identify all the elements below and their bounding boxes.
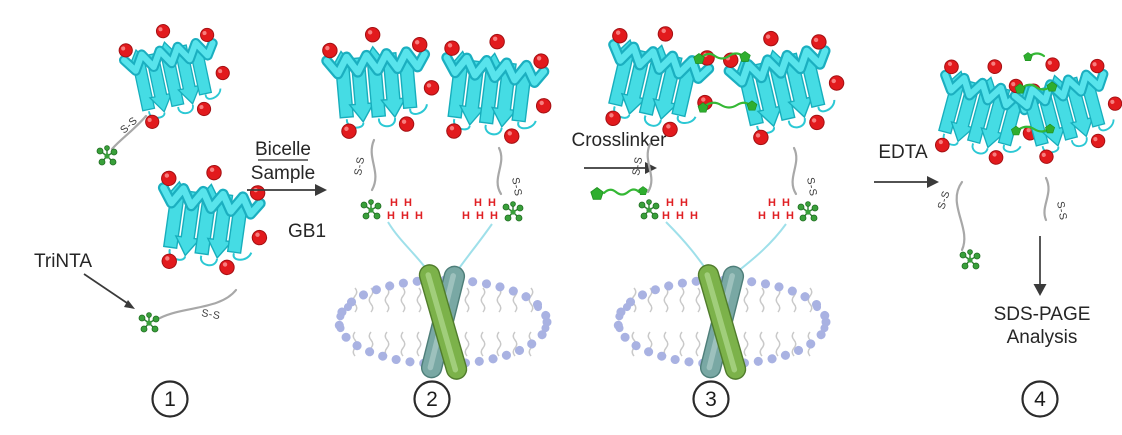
bicelle [335,263,551,382]
disulfide-label: S-S [804,176,819,197]
crosslinker-molecule-icon [590,186,648,200]
step-1-badge: 1 [151,380,189,418]
peptide-linker [158,288,238,320]
his-tag: H H H [662,210,699,222]
sds-page-label-line1: SDS-PAGE [994,304,1091,325]
edta-arrow: EDTA [874,142,939,188]
gb1-label: GB1 [288,221,326,242]
step-3-panel: S-S H H H H H S-S H H H H H 3 [593,15,854,418]
his-tag: H H H [758,210,795,222]
crosslink-bond [697,100,758,113]
gb1-protein [434,28,559,149]
his-tag: H H [768,197,791,209]
bicelle-label-line1: Bicelle [255,139,311,160]
crosslink-bond [1023,52,1046,61]
step-2-panel: S-S H H H H H S-S H H H H H 2 [321,22,559,418]
step-4-badge: 4 [1021,380,1059,418]
peptide-linker [646,142,653,194]
peptide-linker [791,146,798,196]
crosslinker-label: Crosslinker [571,130,667,151]
gb1-protein [321,22,442,140]
disulfide-label: S-S [118,115,140,137]
his-tag: H H H [387,210,424,222]
peptide-linker [110,114,148,151]
crosslinker-arrow: Crosslinker [571,130,667,200]
step-3-badge: 3 [692,380,730,418]
sds-page-label-line2: Analysis [1007,327,1078,348]
trinta-pointer-arrowhead [124,300,135,309]
step-1-panel: S-S S-S TriNTA GB1 1 [34,13,326,418]
bicelle [614,263,830,382]
gb1-protein [1005,43,1122,167]
disulfide-label: S-S [630,156,645,177]
edta-label: EDTA [878,142,928,163]
step-number: 1 [164,388,176,411]
peptide-linker [1043,176,1050,222]
disulfide-label: S-S [352,156,367,177]
trinta-molecule [502,200,524,222]
membrane-anchor-linker [736,223,787,273]
arrowhead-icon [315,184,327,196]
peptide-linker [370,138,377,192]
membrane-anchor-linker [665,221,709,273]
step-number: 2 [426,388,438,411]
disulfide-label: S-S [200,307,221,322]
crosslink-bond [1014,81,1058,94]
his-tag: H H [666,197,689,209]
crosslink-bond [693,51,751,64]
trinta-molecule [138,311,160,333]
disulfide-label: S-S [935,189,952,211]
trinta-molecule [638,198,660,220]
his-tag: H H H [462,210,499,222]
step-number: 4 [1034,388,1046,411]
arrowhead-icon [1033,284,1047,296]
membrane-anchor-linker [454,223,493,275]
trinta-molecule [797,200,819,222]
disulfide-label: S-S [1054,200,1069,221]
peptide-linker [955,180,966,252]
arrowhead-icon [927,176,939,188]
trinta-label: TriNTA [34,251,92,272]
disulfide-label: S-S [509,176,524,197]
trinta-pointer-arrow [83,273,128,304]
step-number: 3 [705,388,717,411]
peptide-linker [496,146,503,196]
gb1-protein [593,15,727,146]
step-4-panel: S-S S-S SDS-PAGE Analysis 4 [923,43,1122,418]
gb1-protein [719,18,853,149]
gb1-protein [116,13,238,132]
step-2-badge: 2 [413,380,451,418]
his-tag: H H [390,197,413,209]
trinta-molecule [959,248,981,270]
his-tag: H H [474,197,497,209]
sds-page-arrow [1033,236,1047,296]
bicelle-sample-arrow: Bicelle Sample [247,139,327,196]
crosslink-bond [1011,123,1055,136]
trinta-molecule [360,198,382,220]
trinta-molecule [96,144,118,166]
bicelle-label-line2: Sample [251,163,315,184]
